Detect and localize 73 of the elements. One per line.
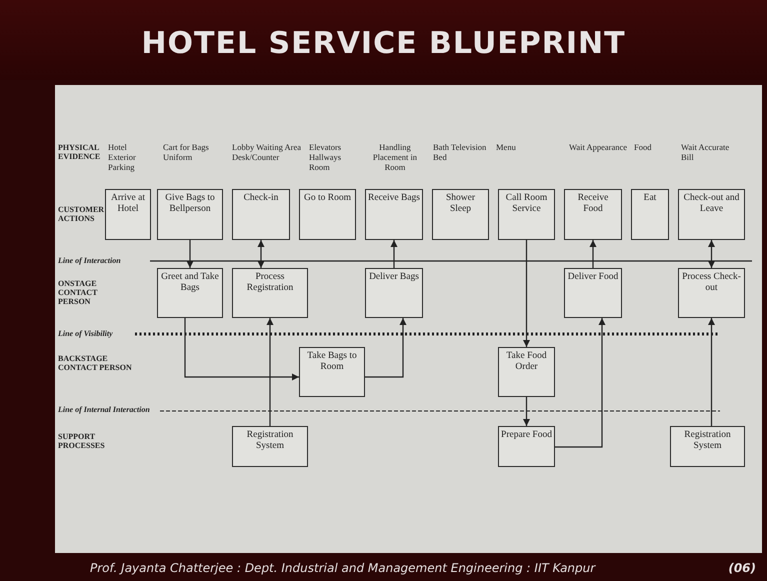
lane-label: ONSTAGE CONTACT PERSON xyxy=(58,279,98,307)
process-box xyxy=(232,426,308,467)
box-text: Deliver Food xyxy=(567,272,619,283)
process-box xyxy=(678,268,745,318)
box-text: Prepare Food xyxy=(501,430,552,441)
evidence-label: Wait Accurate Bill xyxy=(681,143,730,163)
box-text: Call Room Service xyxy=(504,193,548,215)
process-box xyxy=(498,189,555,240)
process-box xyxy=(157,189,223,240)
footer-text: Prof. Jayanta Chatterjee : Dept. Industrial and Management Engineering : IIT Kanpur xyxy=(90,562,597,576)
arrow xyxy=(390,240,398,268)
line-label: Line of Interaction xyxy=(58,256,122,266)
slide-number: (06) xyxy=(727,562,756,576)
slide-title: HOTEL SERVICE BLUEPRINT xyxy=(140,26,627,61)
arrow xyxy=(266,318,274,426)
evidence-label: Menu xyxy=(496,143,517,153)
process-box xyxy=(432,189,489,240)
arrow xyxy=(590,240,596,268)
lane-label: PHYSICAL EVIDENCE xyxy=(58,143,102,162)
process-box xyxy=(498,426,555,467)
box-text: Deliver Bags xyxy=(368,272,420,283)
box-text: Process Registration xyxy=(246,272,294,294)
line-label: Line of Internal Interaction xyxy=(58,405,151,414)
process-box xyxy=(232,189,290,240)
box-text: Give Bags to Bellperson xyxy=(164,193,216,215)
box-text: Receive Food xyxy=(576,193,610,215)
box-text: Arrive at Hotel xyxy=(110,193,146,215)
box-text: Eat xyxy=(642,193,658,204)
process-box xyxy=(299,347,365,397)
evidence-label: Bath Television Bed xyxy=(433,143,488,163)
process-box xyxy=(631,189,669,240)
arrow xyxy=(708,318,715,426)
process-box xyxy=(157,268,223,318)
box-text: Registration System xyxy=(246,430,294,452)
process-box xyxy=(105,189,151,240)
lane-label: BACKSTAGE CONTACT PERSON xyxy=(58,354,133,372)
lane-label: SUPPORT PROCESSES xyxy=(58,432,106,450)
line-label: Line of Visibility xyxy=(58,329,114,338)
evidence-label: Cart for Bags Uniform xyxy=(163,143,210,163)
box-text: Take Bags to Room xyxy=(306,351,358,373)
process-box xyxy=(498,347,555,397)
arrow xyxy=(555,318,606,448)
process-box xyxy=(678,189,745,240)
arrow xyxy=(523,397,530,426)
box-text: Shower Sleep xyxy=(444,193,476,215)
process-box xyxy=(564,189,622,240)
process-box xyxy=(299,189,356,240)
evidence-label: Food xyxy=(634,143,652,153)
process-box xyxy=(365,189,423,240)
box-text: Check-out and Leave xyxy=(682,193,740,215)
arrow xyxy=(365,318,406,378)
process-box xyxy=(670,426,745,467)
arrow xyxy=(184,318,299,380)
process-box xyxy=(564,268,622,318)
box-text: Go to Room xyxy=(303,193,352,204)
evidence-label: Elevators Hallways Room xyxy=(309,143,342,172)
box-text: Process Check-out xyxy=(681,272,742,294)
box-text: Take Food Order xyxy=(505,351,548,373)
arrow xyxy=(708,240,715,268)
box-text: Receive Bags xyxy=(368,193,420,204)
arrow xyxy=(258,240,264,268)
box-text: Registration System xyxy=(683,430,732,452)
process-box xyxy=(232,268,308,318)
lane-label: CUSTOMER ACTIONS xyxy=(58,205,104,224)
process-box xyxy=(365,268,423,318)
box-text: Check-in xyxy=(242,193,280,204)
evidence-label: Hotel Exterior Parking xyxy=(108,143,137,172)
evidence-label: Handling Placement in Room xyxy=(372,143,418,172)
arrow xyxy=(523,240,530,347)
evidence-label: Lobby Waiting Area Desk/Counter xyxy=(232,143,302,163)
arrow xyxy=(186,240,194,268)
box-text: Greet and Take Bags xyxy=(160,272,220,294)
evidence-label: Wait Appearance xyxy=(569,143,628,153)
